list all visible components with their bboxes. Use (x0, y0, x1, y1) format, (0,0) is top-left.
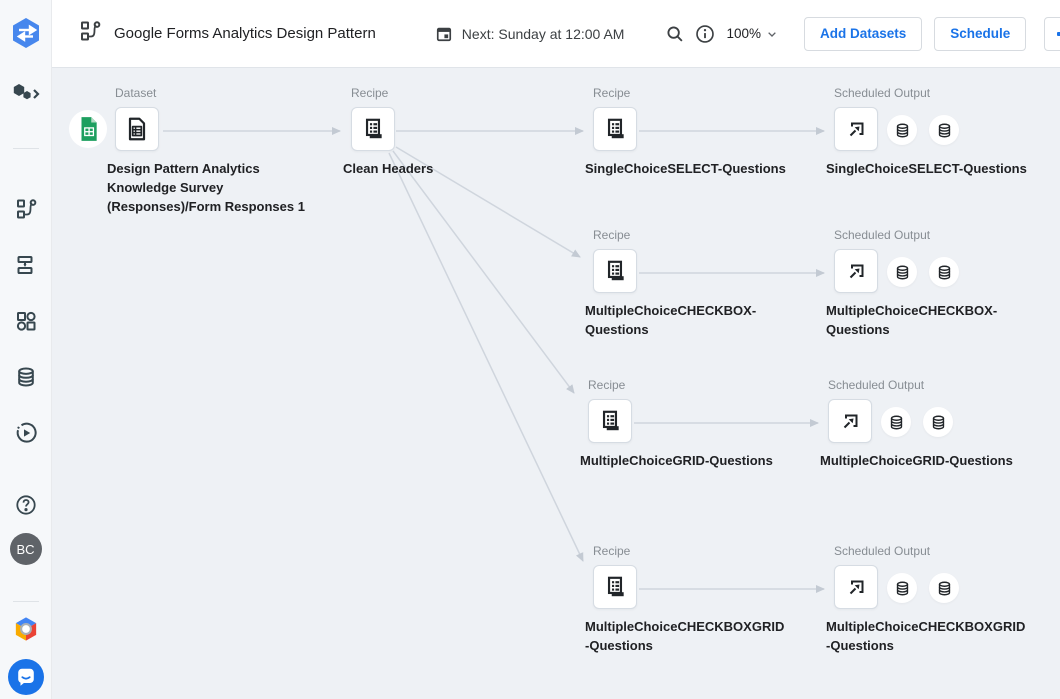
recipe-icon (607, 576, 624, 597)
recipe-icon (602, 410, 619, 431)
output-node: Scheduled Output MultipleChoiceCHECKBOXG… (826, 544, 1034, 655)
sidebar-item-import-data[interactable] (6, 245, 46, 285)
output-card[interactable] (834, 249, 878, 293)
add-datasets-button[interactable]: Add Datasets (803, 16, 923, 51)
output-arrow-icon (849, 122, 864, 137)
node-type-label: Recipe (351, 86, 389, 100)
table-document-icon (128, 117, 146, 141)
node-name: MultipleChoiceCHECKBOX-Questions (826, 303, 998, 337)
output-node: Scheduled Output MultipleChoiceGRID-Ques… (820, 378, 1028, 470)
sidebar-divider (13, 601, 39, 602)
more-options-button[interactable] (1044, 16, 1060, 51)
zoom-control[interactable]: 100% (726, 26, 780, 42)
info-icon[interactable] (694, 16, 716, 52)
next-run-status: Next: Sunday at 12:00 AM (434, 24, 624, 44)
google-cloud-icon[interactable] (6, 609, 46, 649)
node-name: MultipleChoiceCHECKBOX-Questions (585, 303, 757, 337)
node-type-label: Scheduled Output (834, 228, 931, 242)
sidebar: BC (0, 0, 52, 699)
output-arrow-icon (843, 414, 858, 429)
database-icon[interactable] (929, 115, 959, 145)
database-icon[interactable] (887, 257, 917, 287)
output-node: Scheduled Output MultipleChoiceCHECKBOX-… (826, 228, 1034, 339)
node-type-label: Scheduled Output (834, 544, 931, 558)
avatar[interactable]: BC (6, 529, 46, 569)
page-title: Google Forms Analytics Design Pattern (114, 25, 376, 42)
recipe-icon (607, 260, 624, 281)
database-icon[interactable] (887, 115, 917, 145)
recipe-card[interactable] (351, 107, 395, 151)
node-type-label: Recipe (593, 544, 631, 558)
database-icon[interactable] (923, 407, 953, 437)
sidebar-item-connections[interactable] (6, 357, 46, 397)
node-type-label: Dataset (115, 86, 157, 100)
node-name: Design Pattern Analytics Knowledge Surve… (107, 161, 305, 214)
node-type-label: Scheduled Output (834, 86, 931, 100)
node-name: MultipleChoiceGRID-Questions (580, 453, 773, 468)
sidebar-divider (13, 148, 39, 149)
database-icon[interactable] (929, 257, 959, 287)
database-icon[interactable] (929, 573, 959, 603)
output-card[interactable] (834, 565, 878, 609)
node-type-label: Recipe (588, 378, 626, 392)
node-name: MultipleChoiceCHECKBOXGRID-Questions (585, 619, 785, 653)
output-arrow-icon (849, 264, 864, 279)
recipe-node: Recipe SingleChoiceSELECT-Questions (585, 86, 793, 178)
node-type-label: Recipe (593, 86, 631, 100)
dataset-card[interactable] (115, 107, 159, 151)
recipe-card[interactable] (593, 107, 637, 151)
recipe-node: Recipe MultipleChoiceCHECKBOXGRID-Questi… (585, 544, 793, 655)
ellipsis-icon (1057, 31, 1060, 36)
flow-type-icon (78, 19, 102, 48)
support-chat-icon[interactable] (6, 657, 46, 697)
schedule-button[interactable]: Schedule (934, 16, 1027, 51)
output-card[interactable] (828, 399, 872, 443)
recipe-card[interactable] (588, 399, 632, 443)
dataset-node: Dataset Design Pattern Analytics Knowled… (69, 86, 315, 216)
apps-hexagons-expand-icon[interactable] (6, 73, 46, 113)
node-name: Clean Headers (343, 161, 434, 176)
node-name: SingleChoiceSELECT-Questions (826, 161, 1027, 176)
node-name: MultipleChoiceGRID-Questions (820, 453, 1013, 468)
calendar-icon (436, 27, 451, 41)
recipe-card[interactable] (593, 249, 637, 293)
node-type-label: Scheduled Output (828, 378, 925, 392)
output-arrow-icon (849, 580, 864, 595)
output-node: Scheduled Output SingleChoiceSELECT-Ques… (826, 86, 1034, 178)
database-icon[interactable] (881, 407, 911, 437)
header: Google Forms Analytics Design Pattern Ne… (52, 0, 1060, 68)
sidebar-item-flows[interactable] (6, 189, 46, 229)
recipe-node: Recipe MultipleChoiceCHECKBOX-Questions (585, 228, 793, 339)
node-name: MultipleChoiceCHECKBOXGRID-Questions (826, 619, 1026, 653)
recipe-node: Recipe Clean Headers (343, 86, 551, 178)
node-name: SingleChoiceSELECT-Questions (585, 161, 786, 176)
search-icon[interactable] (664, 16, 686, 52)
chevron-down-icon (768, 31, 776, 37)
google-sheets-icon (69, 110, 107, 148)
recipe-icon (607, 118, 624, 139)
output-card[interactable] (834, 107, 878, 151)
sidebar-item-library[interactable] (6, 301, 46, 341)
recipe-icon (365, 118, 382, 139)
dataprep-logo[interactable] (7, 14, 45, 52)
zoom-level: 100% (726, 26, 761, 41)
database-icon[interactable] (887, 573, 917, 603)
node-type-label: Recipe (593, 228, 631, 242)
sidebar-item-job-history[interactable] (6, 413, 46, 453)
help-icon[interactable] (6, 485, 46, 525)
recipe-card[interactable] (593, 565, 637, 609)
recipe-node: Recipe MultipleChoiceGRID-Questions (580, 378, 788, 470)
